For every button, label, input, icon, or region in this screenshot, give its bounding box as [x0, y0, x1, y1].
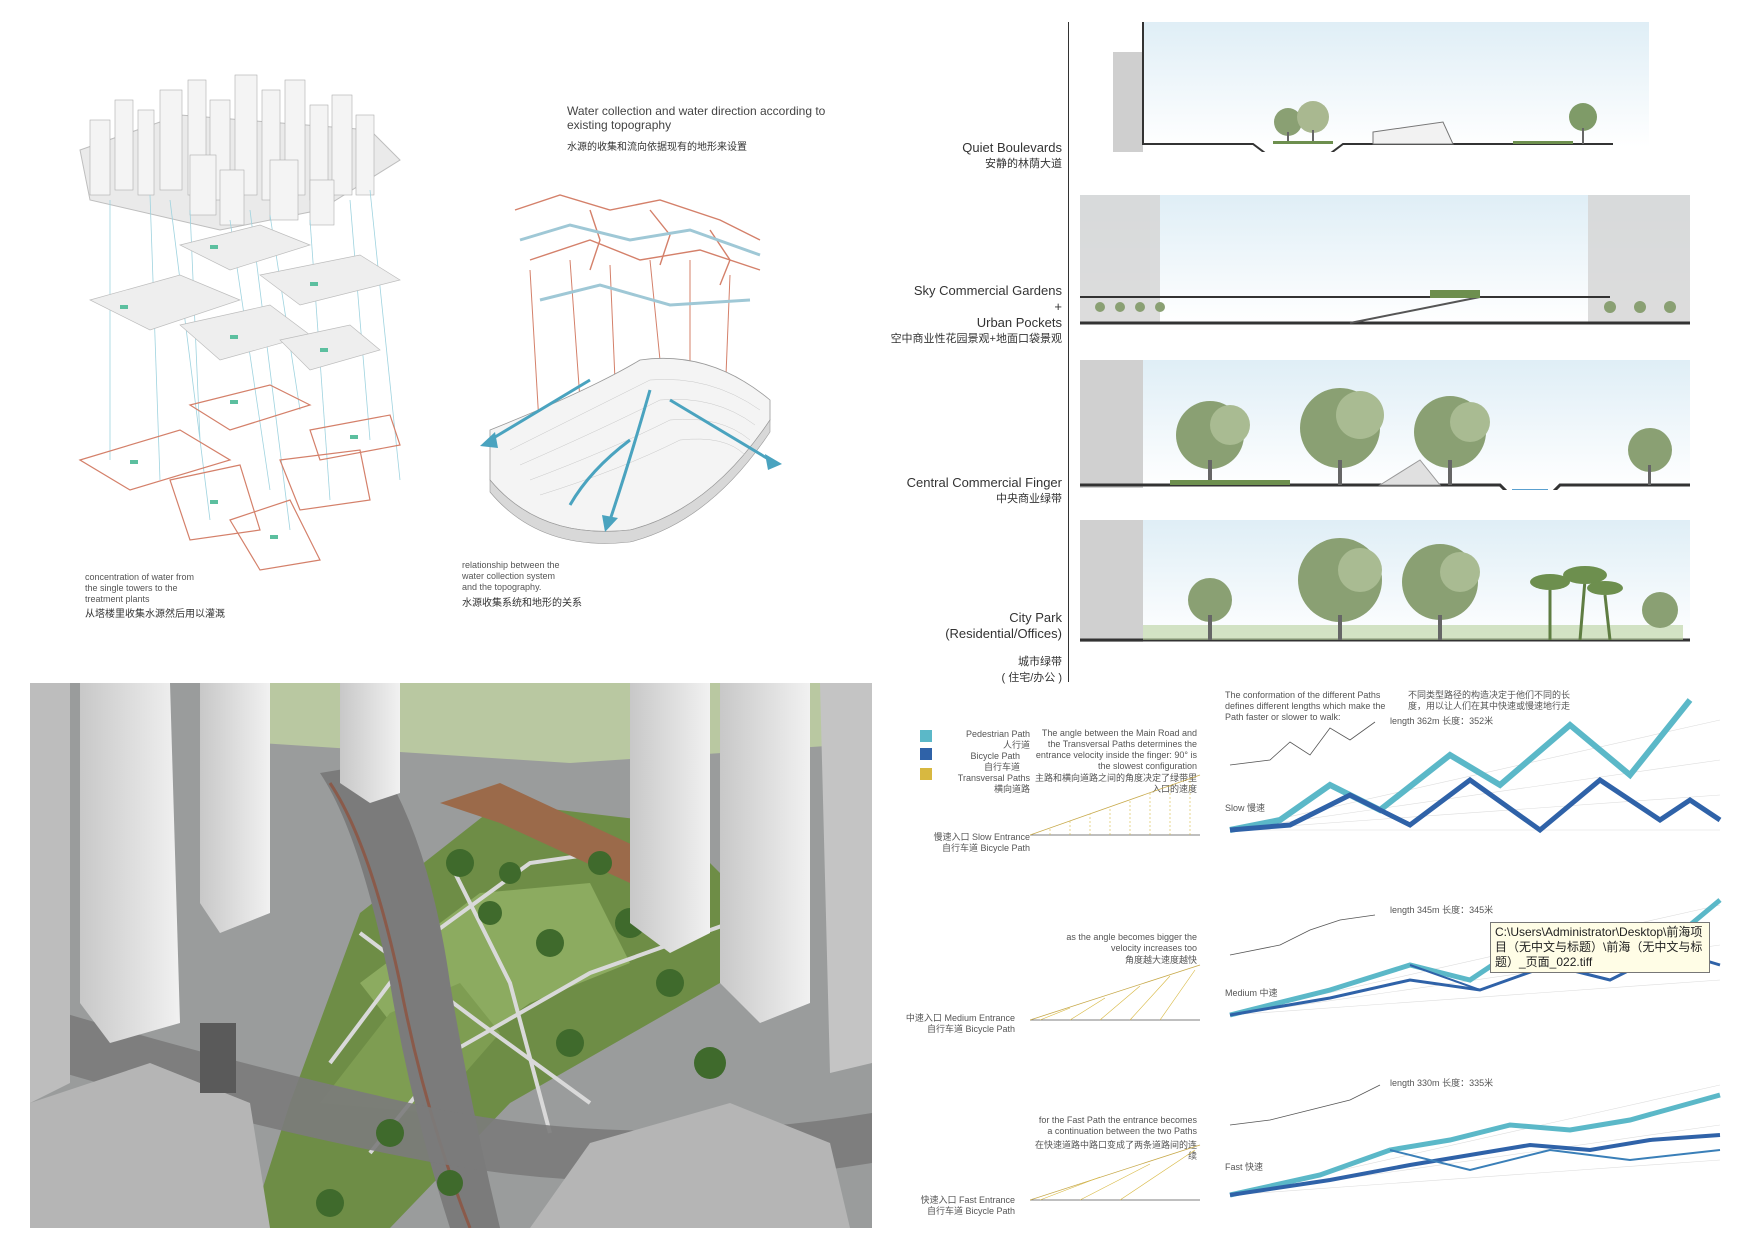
medium-note-en: as the angle becomes bigger the velocity… — [1066, 932, 1197, 953]
water-diagram-svg — [78, 74, 782, 571]
length-label-medium: length 345m 长度：345米 — [1390, 905, 1494, 915]
length-label-slow: length 362m 长度：352米 — [1390, 716, 1494, 726]
section-quiet-boulevards — [1113, 22, 1649, 152]
fast-note-cn: 在快速道路中路口变成了两条道路间的连续 — [1035, 1140, 1198, 1161]
legend-swatch-bicycle — [920, 748, 932, 760]
section-divider — [1068, 22, 1069, 682]
entrance-label-slow: 慢速入口 Slow Entrance 自行车道 Bicycle Path — [933, 832, 1030, 853]
water-title-en: Water collection and water direction acc… — [567, 104, 826, 132]
left-caption-cn: 从塔楼里收集水源然后用以灌溉 — [85, 609, 225, 620]
medium-note-cn: 角度越大速度越快 — [1124, 955, 1197, 965]
legend-swatch-pedestrian — [920, 730, 932, 742]
section-sky-gardens-svg — [1080, 195, 1690, 325]
section-quiet-boulevards-svg — [1113, 22, 1649, 152]
speed-label-medium: Medium 中速 — [1225, 988, 1278, 998]
water-diagram-panel — [70, 60, 850, 650]
speed-label-slow: Slow 慢速 — [1225, 803, 1266, 813]
section-label-quiet-boulevards: Quiet Boulevards 安静的林荫大道 — [962, 140, 1062, 170]
angle-note-en: The angle between the Main Road and the … — [1035, 728, 1197, 771]
section-label-sky-gardens: Sky Commercial Gardens + Urban Pockets 空… — [890, 283, 1062, 345]
entrance-label-medium: 中速入口 Medium Entrance 自行车道 Bicycle Path — [905, 1013, 1015, 1034]
paths-intro-cn: 不同类型路径的构造决定于他们不同的长度，用以让人们在其中快速或慢速地行走 — [1408, 690, 1571, 711]
section-label-city-park: City Park (Residential/Offices) 城市绿带 ( 住… — [945, 610, 1062, 684]
tower-cluster — [79, 74, 401, 231]
section-city-park-svg — [1080, 520, 1690, 642]
section-label-central-finger: Central Commercial Finger 中央商业绿带 — [906, 475, 1062, 505]
slow-path-chart — [1229, 698, 1722, 834]
section-central-finger-svg — [1080, 360, 1690, 490]
left-caption-en: concentration of water from the single t… — [85, 572, 195, 604]
fast-path-chart — [1229, 1084, 1721, 1198]
aerial-rendering — [30, 683, 872, 1228]
length-label-fast: length 330m 长度：335米 — [1390, 1078, 1494, 1088]
file-path-tooltip: C:\Users\Administrator\Desktop\前海项 目（无中文… — [1490, 922, 1710, 973]
paths-intro-en: The conformation of the different Paths … — [1225, 690, 1386, 722]
legend-swatch-transversal — [920, 768, 932, 780]
section-central-finger — [1080, 360, 1690, 490]
speed-label-fast: Fast 快速 — [1225, 1162, 1264, 1172]
entrance-label-fast: 快速入口 Fast Entrance 自行车道 Bicycle Path — [920, 1195, 1015, 1216]
right-caption-cn: 水源收集系统和地形的关系 — [462, 598, 582, 609]
entrance-diagrams — [1030, 774, 1201, 1201]
section-city-park — [1080, 520, 1690, 645]
water-title-cn: 水源的收集和流向依据现有的地形来设置 — [567, 142, 747, 153]
aerial-rendering-svg — [30, 683, 872, 1228]
fast-note-en: for the Fast Path the entrance becomes a… — [1038, 1115, 1197, 1136]
angle-note-cn: 主路和横向道路之间的角度决定了绿带里入口的速度 — [1035, 773, 1198, 794]
right-caption-en: relationship between the water collectio… — [462, 560, 560, 592]
section-sky-gardens — [1080, 195, 1690, 325]
